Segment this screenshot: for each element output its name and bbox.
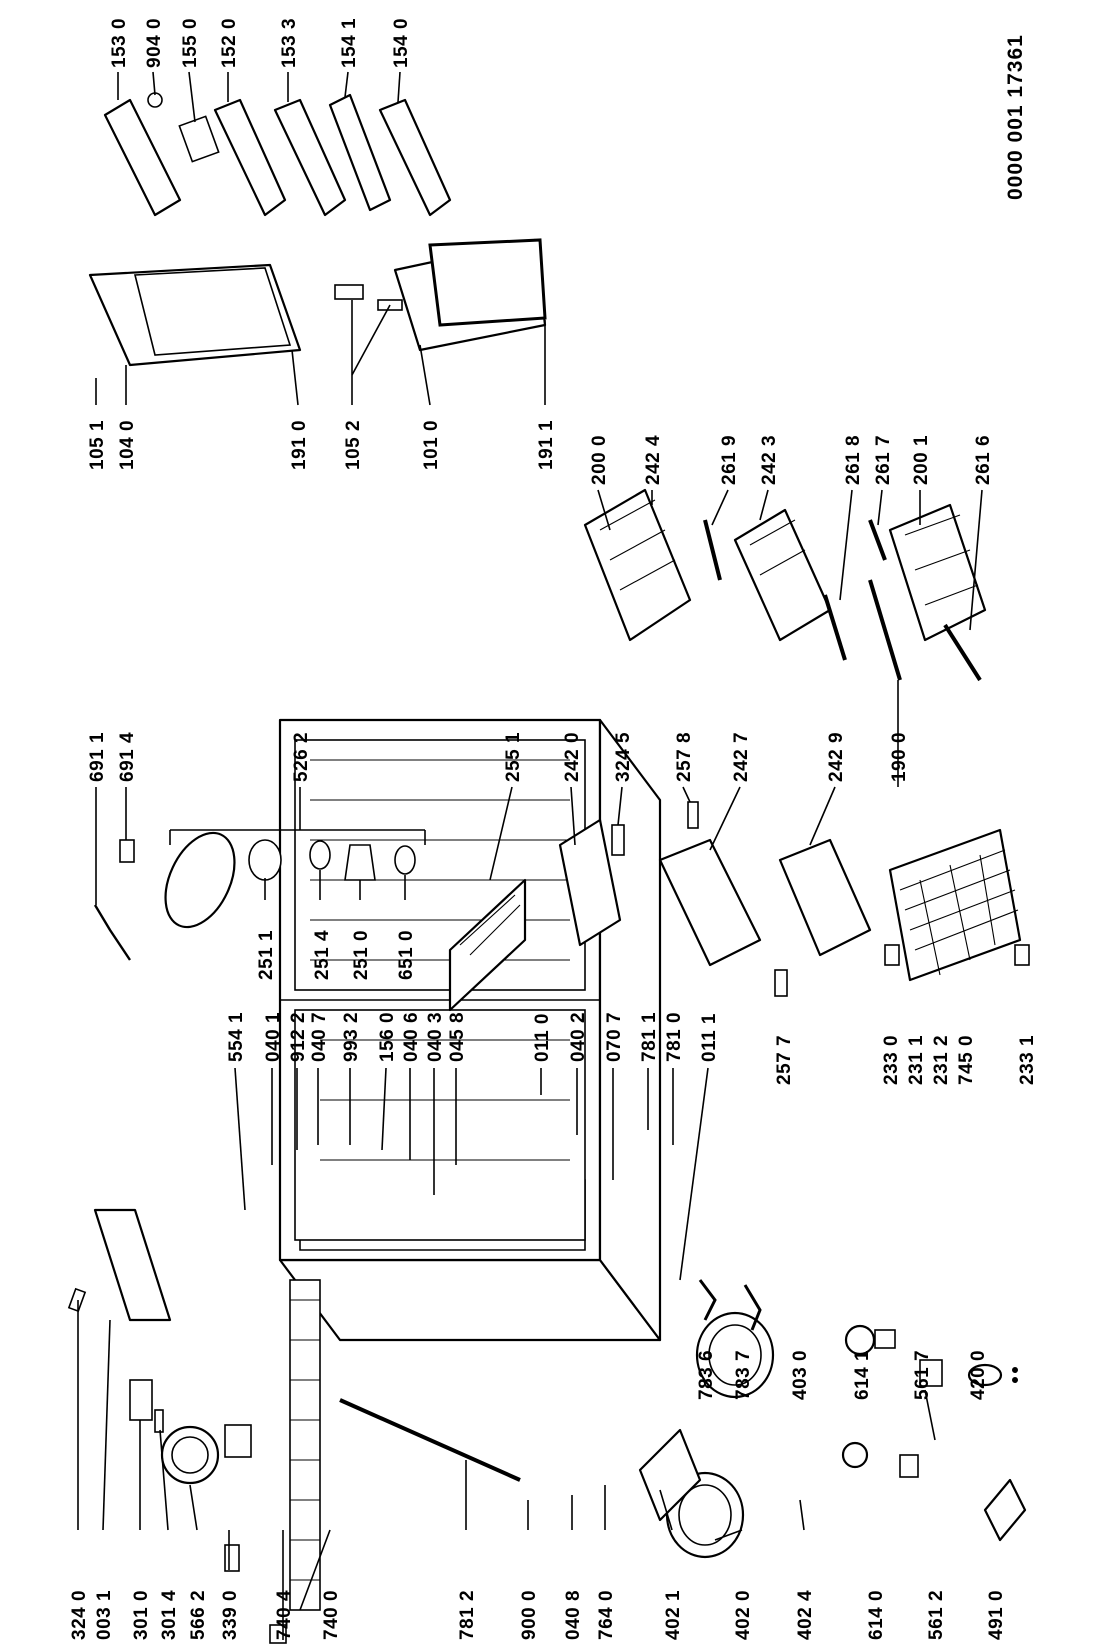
- part-label: 105 1: [87, 420, 108, 470]
- part-label: 242 9: [826, 732, 847, 782]
- document-number: 0000 001 17361: [1004, 34, 1027, 200]
- part-label: 900 0: [519, 1590, 540, 1640]
- part-label: 152 0: [219, 18, 240, 68]
- part-label: 402 1: [663, 1590, 684, 1640]
- part-label: 526 2: [291, 732, 312, 782]
- part-label: 651 0: [396, 930, 417, 980]
- part-label: 324 5: [613, 732, 634, 782]
- part-label: 011 1: [699, 1013, 720, 1062]
- part-label: 233 1: [1017, 1035, 1038, 1085]
- part-label: 614 0: [866, 1590, 887, 1640]
- part-label: 491 0: [986, 1590, 1007, 1640]
- part-label: 745 0: [956, 1035, 977, 1085]
- part-label: 101 0: [421, 420, 442, 470]
- part-label: 740 4: [274, 1590, 295, 1640]
- labels: 0000 001 17361 324 0 003 1 301 0 301 4 5…: [69, 18, 1038, 1640]
- part-label: 242 4: [643, 435, 664, 485]
- part-label: 301 4: [159, 1590, 180, 1640]
- part-label: 912 2: [288, 1012, 309, 1062]
- part-label: 261 9: [719, 435, 740, 485]
- part-label: 040 8: [563, 1590, 584, 1640]
- part-label: 257 7: [774, 1035, 795, 1085]
- part-label: 231 2: [931, 1035, 952, 1085]
- shelves-drawing: [448, 801, 1030, 1012]
- part-label: 554 1: [226, 1012, 247, 1062]
- part-label: 200 1: [911, 435, 932, 485]
- part-label: 153 0: [109, 18, 130, 68]
- part-label: 783 7: [733, 1350, 754, 1400]
- part-label: 261 7: [873, 435, 894, 485]
- part-label: 155 0: [180, 18, 201, 68]
- leader-lines: [77, 71, 983, 1640]
- doors-drawing: [88, 238, 547, 367]
- part-label: 261 6: [973, 435, 994, 485]
- part-label: 251 0: [351, 930, 372, 980]
- compressor-drawing: [638, 1279, 1027, 1559]
- part-label: 691 4: [117, 732, 138, 782]
- part-label: 993 2: [341, 1012, 362, 1062]
- part-label: 420 0: [968, 1350, 989, 1400]
- part-label: 231 1: [906, 1035, 927, 1085]
- part-label: 781 0: [664, 1012, 685, 1062]
- part-label: 339 0: [220, 1590, 241, 1640]
- part-label: 200 0: [589, 435, 610, 485]
- part-label: 242 7: [731, 732, 752, 782]
- control-parts-drawing: [67, 1208, 287, 1644]
- part-label: 251 4: [312, 930, 333, 980]
- part-label: 105 2: [343, 420, 364, 470]
- part-label: 190 0: [889, 732, 910, 782]
- part-label: 040 2: [568, 1012, 589, 1062]
- part-label: 154 1: [339, 18, 360, 68]
- part-label: 403 0: [790, 1350, 811, 1400]
- part-label: 040 1: [263, 1012, 284, 1062]
- door-bins-drawing: [103, 92, 452, 217]
- part-label: 764 0: [596, 1590, 617, 1640]
- part-label: 040 7: [309, 1012, 330, 1062]
- part-label: 242 3: [759, 435, 780, 485]
- part-label: 561 7: [912, 1350, 933, 1400]
- part-label: 040 3: [425, 1012, 446, 1062]
- part-label: 191 1: [536, 420, 557, 470]
- part-label: 781 1: [639, 1012, 660, 1062]
- part-label: 740 0: [321, 1590, 342, 1640]
- part-label: 257 8: [674, 732, 695, 782]
- part-label: 233 0: [881, 1035, 902, 1085]
- part-label: 691 1: [87, 732, 108, 782]
- part-label: 402 0: [733, 1590, 754, 1640]
- part-label: 104 0: [117, 420, 138, 470]
- part-label: 011 0: [532, 1013, 553, 1062]
- part-label: 045 8: [447, 1012, 468, 1062]
- part-label: 566 2: [188, 1590, 209, 1640]
- part-label: 251 1: [256, 930, 277, 980]
- part-label: 301 0: [131, 1590, 152, 1640]
- part-label: 324 0: [69, 1590, 90, 1640]
- part-label: 904 0: [144, 18, 165, 68]
- part-label: 783 6: [696, 1350, 717, 1400]
- part-label: 614 1: [852, 1350, 873, 1400]
- part-label: 191 0: [289, 420, 310, 470]
- part-label: 154 0: [391, 18, 412, 68]
- part-label: 561 2: [926, 1590, 947, 1640]
- part-label: 070 7: [604, 1012, 625, 1062]
- part-label: 402 4: [795, 1590, 816, 1640]
- part-label: 261 8: [843, 435, 864, 485]
- part-label: 156 0: [377, 1012, 398, 1062]
- part-label: 255 1: [503, 732, 524, 782]
- freezer-shelves-drawing: [583, 488, 987, 682]
- part-label: 242 0: [562, 732, 583, 782]
- part-label: 003 1: [94, 1590, 115, 1640]
- part-label: 153 3: [279, 18, 300, 68]
- part-label: 781 2: [457, 1590, 478, 1640]
- lamp-parts-drawing: [93, 829, 426, 961]
- part-label: 040 6: [401, 1012, 422, 1062]
